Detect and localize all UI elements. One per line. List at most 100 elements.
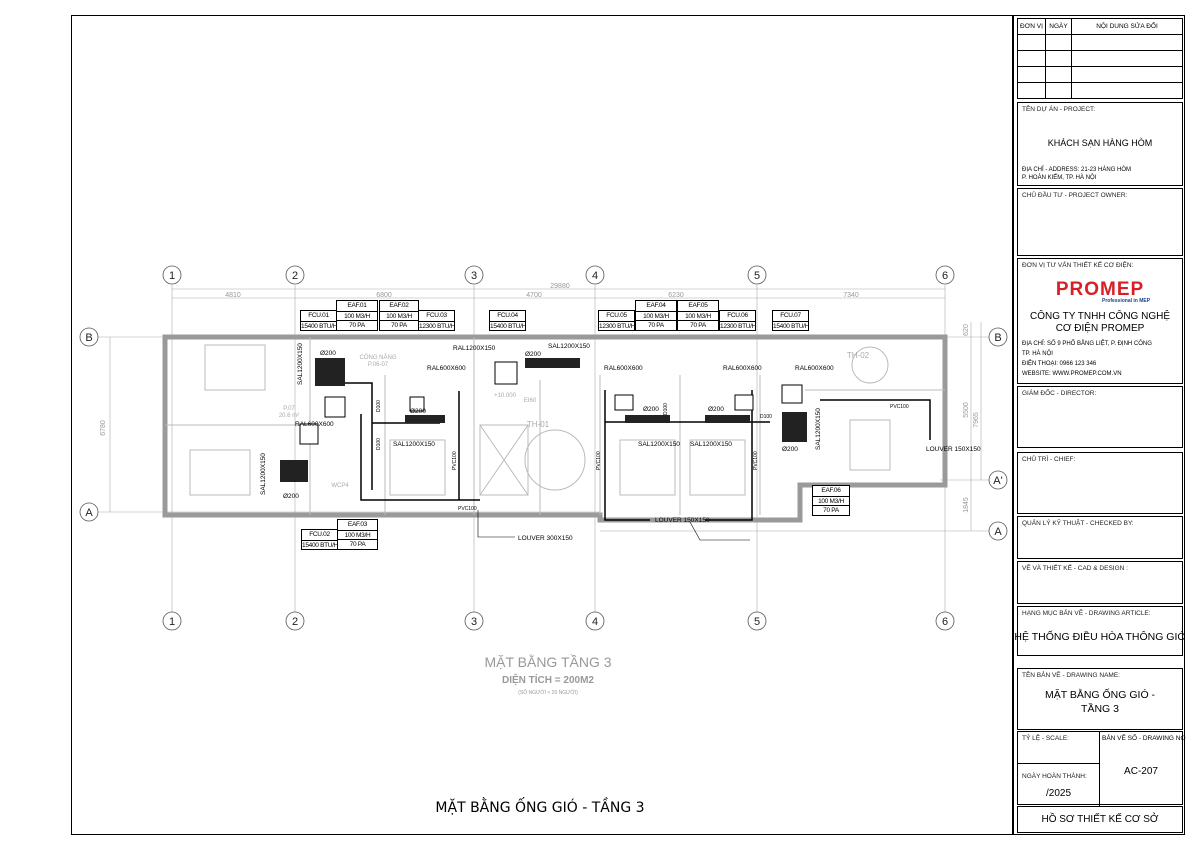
diameter-label: Ø200 <box>283 493 299 500</box>
grid-lines <box>98 285 990 612</box>
equipment-tag-row: EAF.04 <box>646 302 666 309</box>
company-address: ĐỊA CHỈ: SỐ 9 PHỐ BẰNG LIỆT, P. ĐỊNH CÔN… <box>1022 341 1152 347</box>
room-label: WCP4 <box>331 483 349 489</box>
checked-label: QUẢN LÝ KỸ THUẬT - CHECKED BY: <box>1022 520 1134 527</box>
dim-2: 6800 <box>376 292 392 299</box>
drawing-no-label: BẢN VẼ SỐ - DRAWING NO <box>1102 735 1186 742</box>
company-website: WEBSITE: WWW.PROMEP.COM.VN <box>1022 371 1122 377</box>
drawing-name: TẦNG 3 <box>1081 703 1119 715</box>
duct-label: RAL600X600 <box>723 365 762 372</box>
dim-r4: 1845 <box>963 497 970 513</box>
equipment-tag-row: FCU.03 <box>426 312 447 319</box>
equipment-tag-row: FCU.06 <box>727 312 748 319</box>
duct-label: SAL1200X150 <box>393 441 435 448</box>
checked-box: QUẢN LÝ KỸ THUẬT - CHECKED BY: <box>1017 516 1183 559</box>
room-label: TH-01 <box>527 420 550 429</box>
drawing-name: MẶT BẰNG ỐNG GIÓ - <box>1044 689 1156 701</box>
duct-label: RAL600X600 <box>795 365 834 372</box>
scale-box: TỶ LỆ - SCALE: NGÀY HOÀN THÀNH: /2025 BẢ… <box>1017 731 1186 806</box>
grid-label: 6 <box>942 616 948 628</box>
equipment-tag-row: FCU.07 <box>780 312 801 319</box>
grid-label: 3 <box>471 616 477 628</box>
diameter-label: Ø200 <box>320 350 336 357</box>
chief-box: CHỦ TRÌ - CHIEF: <box>1017 452 1183 514</box>
duct-label: SAL1200X150 <box>260 453 267 495</box>
equipment-tag-row: 70 PA <box>337 320 377 330</box>
promep-logo: PROMEP <box>1055 279 1145 300</box>
director-label: GIÁM ĐỐC - DIRECTOR: <box>1022 390 1097 397</box>
equipment-tag-row: 100 M3/H <box>337 310 377 321</box>
sheet-title: MẶT BẰNG ỐNG GIÓ - TẦNG 3 <box>435 797 644 816</box>
diameter-label: Ø200 <box>643 406 659 413</box>
grid-label: 5 <box>754 270 760 282</box>
pvc-label: PVC100 <box>890 404 909 410</box>
drain-label: D100 <box>376 400 382 412</box>
grid-label: B <box>85 332 92 344</box>
captions: MẶT BẰNG TẦNG 3 DIỆN TÍCH = 200M2 (SỐ NG… <box>435 653 644 816</box>
rev-header: ĐƠN VỊ <box>1017 18 1046 35</box>
equipment-tag-row: 100 M3/H <box>636 310 676 321</box>
equipment-tag-row: 100 M3/H <box>338 529 377 540</box>
equipment-tag-row: EAF.06 <box>821 487 841 494</box>
grid-bubbles <box>79 265 1008 631</box>
duct-label: SAL1200X150 <box>548 343 590 350</box>
equipment-tag-row: 70 PA <box>813 505 849 515</box>
equipment-tag-row: 70 PA <box>678 320 718 330</box>
caption-title: MẶT BẰNG TẦNG 3 <box>484 653 611 670</box>
equipment-tag-row: 15400 BTU/H <box>301 320 336 330</box>
floor-plan: 4810 6800 4700 6230 7340 29880 6780 620 … <box>79 265 1008 816</box>
room-label: 20.6 m² <box>279 413 299 419</box>
equipment-tag-row: 70 PA <box>338 539 377 549</box>
fire-rating: EI60 <box>524 398 537 404</box>
duct-labels: RAL1200X150 SAL1200X150 RAL600X600 RAL60… <box>260 343 981 542</box>
drain-label: D100 <box>376 438 382 450</box>
grid-label: A <box>85 507 93 519</box>
equipment-tag-row: 100 M3/H <box>380 310 418 321</box>
equipment-tag-row: EAF.02 <box>389 302 409 309</box>
grid-label: 2 <box>292 616 298 628</box>
room-labels: CÔNG NĂNG P.06-07 P.07 20.6 m² WCP4 TH-0… <box>279 351 870 489</box>
equipment-tag-row: EAF.05 <box>688 302 708 309</box>
diameter-label: Ø200 <box>708 406 724 413</box>
dim-3: 4700 <box>526 292 542 299</box>
grid-label: 3 <box>471 270 477 282</box>
louver-label: LOUVER 150X150 <box>655 517 710 524</box>
equipment-tag-row: 15400 BTU/H <box>302 539 337 549</box>
drawing-name-label: TÊN BẢN VẼ - DRAWING NAME: <box>1022 672 1120 679</box>
drawing-frame <box>71 15 1013 835</box>
owner-box: CHỦ ĐẦU TƯ - PROJECT OWNER: <box>1017 188 1183 256</box>
drawing-number: AC-207 <box>1124 766 1158 777</box>
cad-box: VẼ VÀ THIẾT KẾ - CAD & DESIGN : <box>1017 561 1183 604</box>
pvc-label: PVC100 <box>753 451 759 470</box>
equipment-tag-row: 15400 BTU/H <box>490 320 525 330</box>
equipment-tag-row: 70 PA <box>380 320 418 330</box>
duct-label: SAL1200X150 <box>297 343 304 385</box>
equipment-tag-row: EAF.03 <box>347 521 368 528</box>
equipment-tag-row: 12300 BTU/H <box>720 320 755 330</box>
duct-label: RAL600X600 <box>427 365 466 372</box>
level-mark: +10.000 <box>494 393 517 399</box>
dim-left: 6780 <box>100 420 107 436</box>
drawing-article: HỆ THỐNG ĐIỀU HÒA THÔNG GIÓ <box>1014 631 1186 643</box>
equipment-tag-row: FCU.01 <box>308 312 329 319</box>
leader-lines <box>477 510 750 541</box>
article-box: HẠNG MỤC BẢN VẼ - DRAWING ARTICLE: HỆ TH… <box>1014 606 1186 656</box>
equipment-tag-row: 12300 BTU/H <box>419 320 454 330</box>
grid-label: 5 <box>754 616 760 628</box>
article-label: HẠNG MỤC BẢN VẼ - DRAWING ARTICLE: <box>1022 610 1151 617</box>
dim-4: 6230 <box>668 292 684 299</box>
room-label: TH-02 <box>847 351 870 360</box>
grid-bubble-labels: 1 2 3 4 5 6 1 2 3 4 5 6 B A B A' A <box>85 270 1002 628</box>
diameter-label: Ø200 <box>782 446 798 453</box>
chief-label: CHỦ TRÌ - CHIEF: <box>1022 456 1076 463</box>
drain-label: D100 <box>663 403 669 415</box>
interior-walls <box>165 337 945 515</box>
owner-label: CHỦ ĐẦU TƯ - PROJECT OWNER: <box>1022 192 1128 199</box>
diameter-label: Ø200 <box>525 351 541 358</box>
grid-label: 6 <box>942 270 948 282</box>
duct-label: RAL600X600 <box>295 421 334 428</box>
